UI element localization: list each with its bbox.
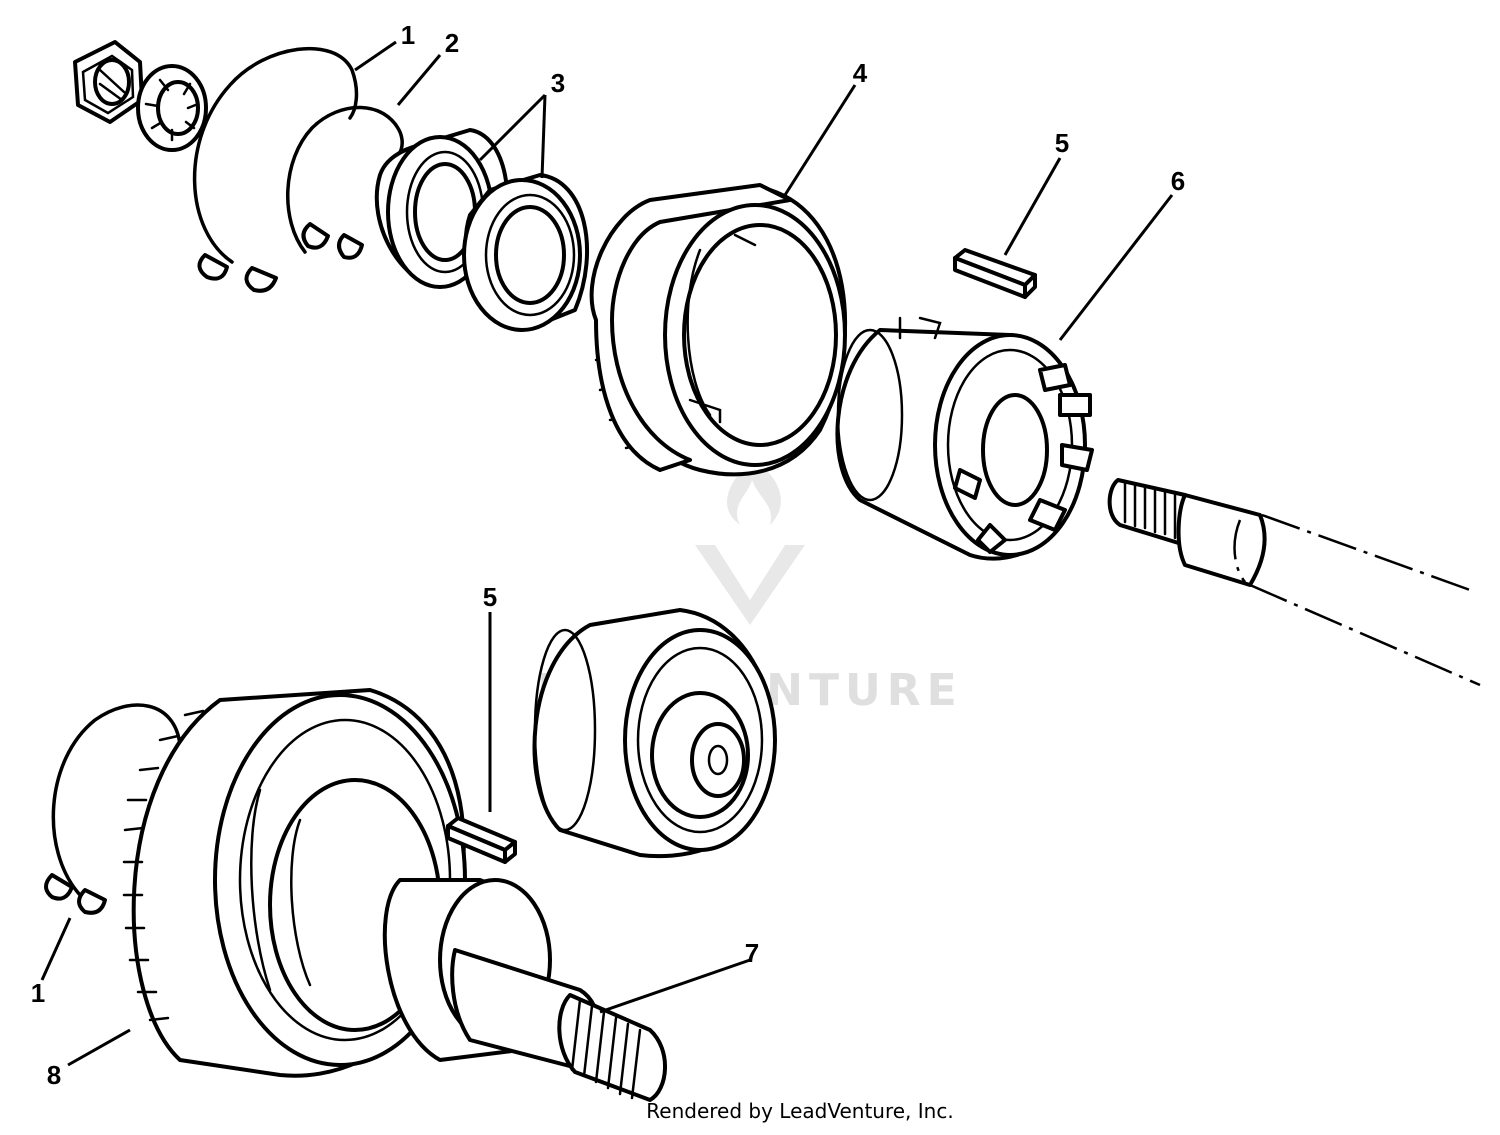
pulley-hub (835, 316, 1094, 561)
ball-bearing-front (462, 173, 589, 332)
callout-8: 8 (47, 1060, 61, 1090)
lock-washer (136, 64, 208, 152)
hex-nut (73, 40, 144, 124)
threaded-shaft (1107, 478, 1481, 687)
snap-ring-lower (44, 703, 182, 915)
snap-ring-large (192, 46, 359, 293)
leader-lines (40, 40, 1174, 1067)
woodruff-key-upper (953, 248, 1037, 299)
render-credit: Rendered by LeadVenture, Inc. (0, 1099, 1500, 1123)
callout-5-upper: 5 (1055, 128, 1069, 158)
callout-3: 3 (551, 68, 565, 98)
woodruff-key-lower (446, 816, 517, 864)
callout-4: 4 (853, 58, 868, 88)
callout-7: 7 (745, 938, 759, 968)
callout-labels: 1 2 3 4 5 6 5 7 1 8 (31, 20, 1185, 1090)
callout-6: 6 (1171, 166, 1185, 196)
callout-5-lower: 5 (483, 582, 497, 612)
render-credit-text: Rendered by LeadVenture, Inc. (646, 1099, 954, 1123)
drive-pulley (589, 183, 847, 477)
callout-2: 2 (445, 28, 459, 58)
idler-pulley (532, 608, 777, 859)
snap-ring-small (285, 105, 404, 260)
callout-1: 1 (401, 20, 415, 50)
callout-1-lower: 1 (31, 978, 45, 1008)
spindle-shaft (382, 878, 667, 1102)
